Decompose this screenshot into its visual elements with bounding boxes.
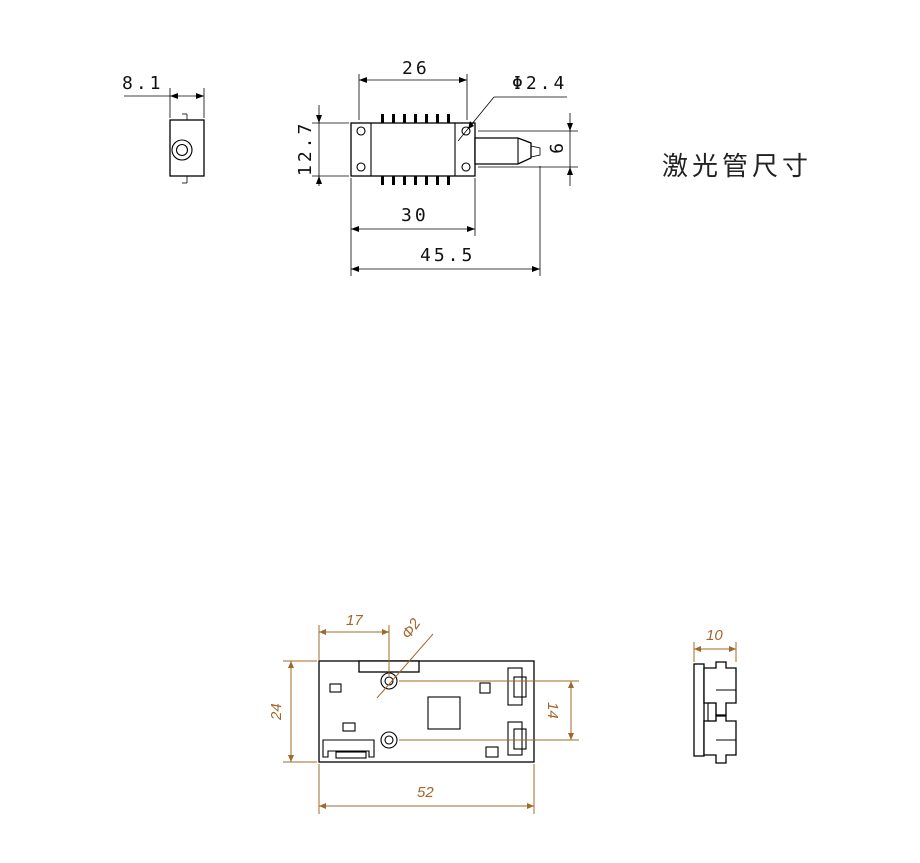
board-dim-height: 24	[268, 703, 285, 721]
dim-fiber-offset: 9	[545, 143, 566, 157]
driver-board-top-view: 17 Φ2 24 14 52	[268, 612, 579, 814]
dim-side-width: 8.1	[122, 73, 164, 94]
board-dim-length: 52	[417, 784, 434, 801]
board-dim-hole-spacing: 14	[544, 702, 561, 719]
laser-side-view: 8.1	[122, 73, 205, 184]
top-pins	[381, 114, 450, 123]
dim-fiber-diameter: Φ2.4	[512, 73, 567, 94]
board-dim-hole-diameter: Φ2	[398, 615, 424, 642]
dim-body-width: 26	[402, 58, 430, 79]
bottom-pins	[381, 176, 450, 185]
laser-top-view: 26 Φ2.4 12.7 9 30 45.5	[295, 58, 578, 276]
board-dim-side-thickness: 10	[706, 627, 723, 644]
board-dim-hole-offset: 17	[346, 612, 363, 629]
laser-tube-caption: 激光管尺寸	[662, 152, 812, 182]
dim-body-height: 12.7	[295, 121, 316, 176]
dim-overall-length: 45.5	[420, 245, 475, 266]
dim-base-width: 30	[401, 205, 429, 226]
driver-board-side-view: 10	[693, 627, 737, 764]
right-connectors	[507, 667, 527, 756]
